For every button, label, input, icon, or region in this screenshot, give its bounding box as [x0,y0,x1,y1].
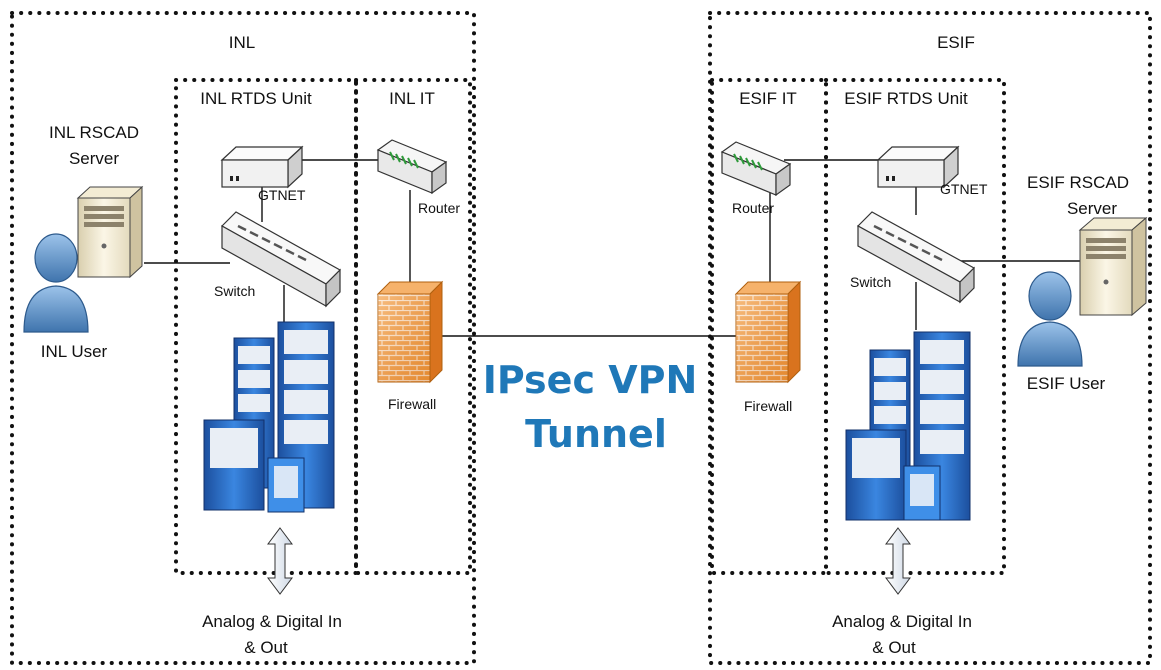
inl-it-boundary [354,78,472,575]
inl-rtds-rack-icon [203,321,335,513]
inl-it-label: INL IT [389,89,435,108]
inl-io-arrow-icon [267,527,293,595]
esif-rtds-label: ESIF RTDS Unit [844,89,968,108]
inl-user-icon [23,233,89,333]
esif-io-arrow-icon [885,527,911,595]
connection-lines [144,159,1086,337]
esif-io-label-line1: Analog & Digital In [832,612,972,631]
esif-site-boundary [708,11,1152,665]
esif-gtnet-label: GTNET [940,181,988,197]
esif-firewall-icon [734,280,802,384]
inl-switch-icon [221,211,341,308]
esif-rtds-rack-icon [845,331,971,521]
inl-gtnet-icon [220,145,304,189]
inl-user-label: INL User [41,342,108,361]
esif-switch-label: Switch [850,274,891,290]
inl-switch-label: Switch [214,283,255,299]
inl-rtds-boundary [174,78,358,575]
esif-it-boundary [710,78,828,575]
inl-io-label-line2: & Out [244,638,288,657]
inl-site-label: INL [229,33,255,52]
esif-server-label-line2: Server [1067,199,1117,218]
inl-io-label-line1: Analog & Digital In [202,612,342,631]
esif-server-icon [1078,216,1148,317]
inl-router-icon [376,139,448,195]
esif-gtnet-icon [876,145,960,189]
inl-server-label-line1: INL RSCAD [49,123,139,142]
esif-user-label: ESIF User [1027,374,1106,393]
tunnel-label-line2: Tunnel [525,412,667,456]
tunnel-label-line1: IPsec VPN [483,358,698,402]
esif-router-label: Router [732,200,774,216]
esif-user-icon [1017,271,1083,367]
inl-firewall-label: Firewall [388,396,436,412]
esif-router-icon [720,141,792,197]
inl-server-label-line2: Server [69,149,119,168]
inl-firewall-icon [376,280,444,384]
inl-router-label: Router [418,200,460,216]
esif-io-label-line2: & Out [872,638,916,657]
inl-gtnet-label: GTNET [258,187,306,203]
esif-site-label: ESIF [937,33,975,52]
esif-firewall-label: Firewall [744,398,792,414]
esif-rtds-boundary [824,78,1006,575]
esif-server-label-line1: ESIF RSCAD [1027,173,1129,192]
inl-rtds-label: INL RTDS Unit [200,89,312,108]
esif-switch-icon [857,211,975,304]
inl-server-icon [76,185,144,279]
esif-it-label: ESIF IT [739,89,797,108]
